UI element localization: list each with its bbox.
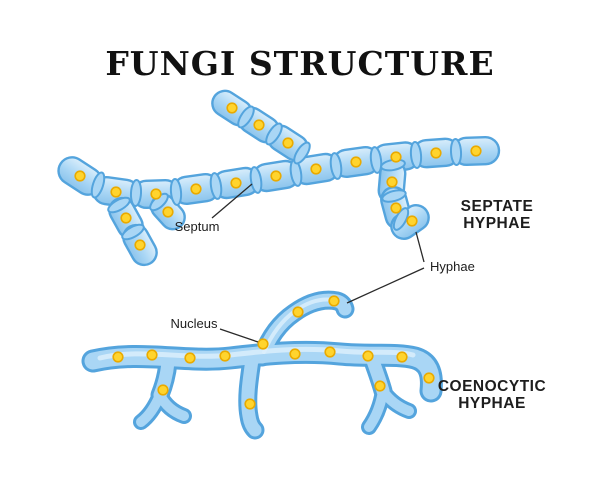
nucleus-dot <box>146 349 158 361</box>
coenocytic-down-branch-fill <box>241 353 262 437</box>
nucleus-dot-pointed <box>257 338 269 350</box>
nucleus-dot <box>230 177 242 189</box>
nucleus-dot <box>390 202 402 214</box>
septum-ring <box>449 138 463 166</box>
nucleus-dot <box>328 295 340 307</box>
septa-cross-walls <box>90 105 463 241</box>
nucleus-dot <box>324 346 336 358</box>
septate-hyphae-label-line1: SEPTATE <box>461 198 534 215</box>
septum-ring <box>369 146 383 174</box>
septum-ring <box>329 152 343 180</box>
nucleus-dot <box>120 212 132 224</box>
nucleus-dot <box>423 372 435 384</box>
nucleus-dot <box>292 306 304 318</box>
nucleus-dot <box>470 145 482 157</box>
nucleus-dot <box>226 102 238 114</box>
septum-ring <box>265 122 283 146</box>
nucleus-dot <box>289 348 301 360</box>
nucleus-dot <box>350 156 362 168</box>
septum-ring <box>392 207 410 231</box>
hyphae-label: Hyphae <box>430 259 475 274</box>
septum-ring <box>209 172 223 200</box>
nucleus-dot <box>110 186 122 198</box>
coenocytic-down-branch-fork-fill <box>155 390 189 421</box>
nucleus-dot <box>134 239 146 251</box>
septum-label: Septum <box>175 219 220 234</box>
nucleus-dot <box>270 170 282 182</box>
nucleus-dot <box>112 351 124 363</box>
septum-ring <box>90 171 106 199</box>
nucleus-pointer-line <box>219 328 259 343</box>
nucleus-dot <box>396 351 408 363</box>
hyphae-pointer-line-top <box>415 231 425 263</box>
hyphae-pointer-line-bottom <box>346 267 425 304</box>
nucleus-dot <box>184 352 196 364</box>
septate-hyphae-illustration <box>57 89 501 267</box>
page-title: FUNGI STRUCTURE <box>105 44 494 83</box>
septum-ring <box>107 196 131 214</box>
septum-ring <box>237 105 255 129</box>
septate-hyphae-label-line2: HYPHAE <box>463 215 531 232</box>
coenocytic-main-tube-fill <box>84 343 440 400</box>
nucleus-dot <box>374 380 386 392</box>
septum-ring <box>121 223 145 241</box>
septum-ring-pointed <box>249 166 263 194</box>
septum-ring <box>169 178 183 206</box>
nucleus-dot <box>282 137 294 149</box>
nucleus-label: Nucleus <box>171 316 218 331</box>
nucleus-dot <box>244 398 256 410</box>
nucleus-dot <box>190 183 202 195</box>
nucleus-dot <box>219 350 231 362</box>
septate-nuclei <box>74 102 482 251</box>
septum-ring <box>293 141 311 165</box>
septum-ring <box>381 189 407 203</box>
nucleus-dot <box>310 163 322 175</box>
coenocytic-nuclei <box>112 295 435 410</box>
nucleus-dot <box>386 176 398 188</box>
coenocytic-hyphae-illustration <box>81 290 443 440</box>
nucleus-dot <box>157 384 169 396</box>
septum-ring <box>129 179 143 207</box>
coenocytic-hyphae-label-line2: HYPHAE <box>458 395 526 412</box>
nucleus-dot <box>430 147 442 159</box>
nucleus-dot <box>406 215 418 227</box>
nucleus-dot <box>253 119 265 131</box>
nucleus-dot <box>74 170 86 182</box>
septum-ring <box>409 141 423 169</box>
annotations: Septum Hyphae Nucleus SEPTATE HYPHAE COE… <box>171 183 546 412</box>
nucleus-dot <box>390 151 402 163</box>
nucleus-dot <box>162 206 174 218</box>
nucleus-dot <box>362 350 374 362</box>
septum-pointer-line <box>211 183 253 219</box>
coenocytic-hyphae-label-line1: COENOCYTIC <box>438 378 546 395</box>
coenocytic-down-branch-fork-fill <box>378 386 414 416</box>
nucleus-dot <box>150 188 162 200</box>
